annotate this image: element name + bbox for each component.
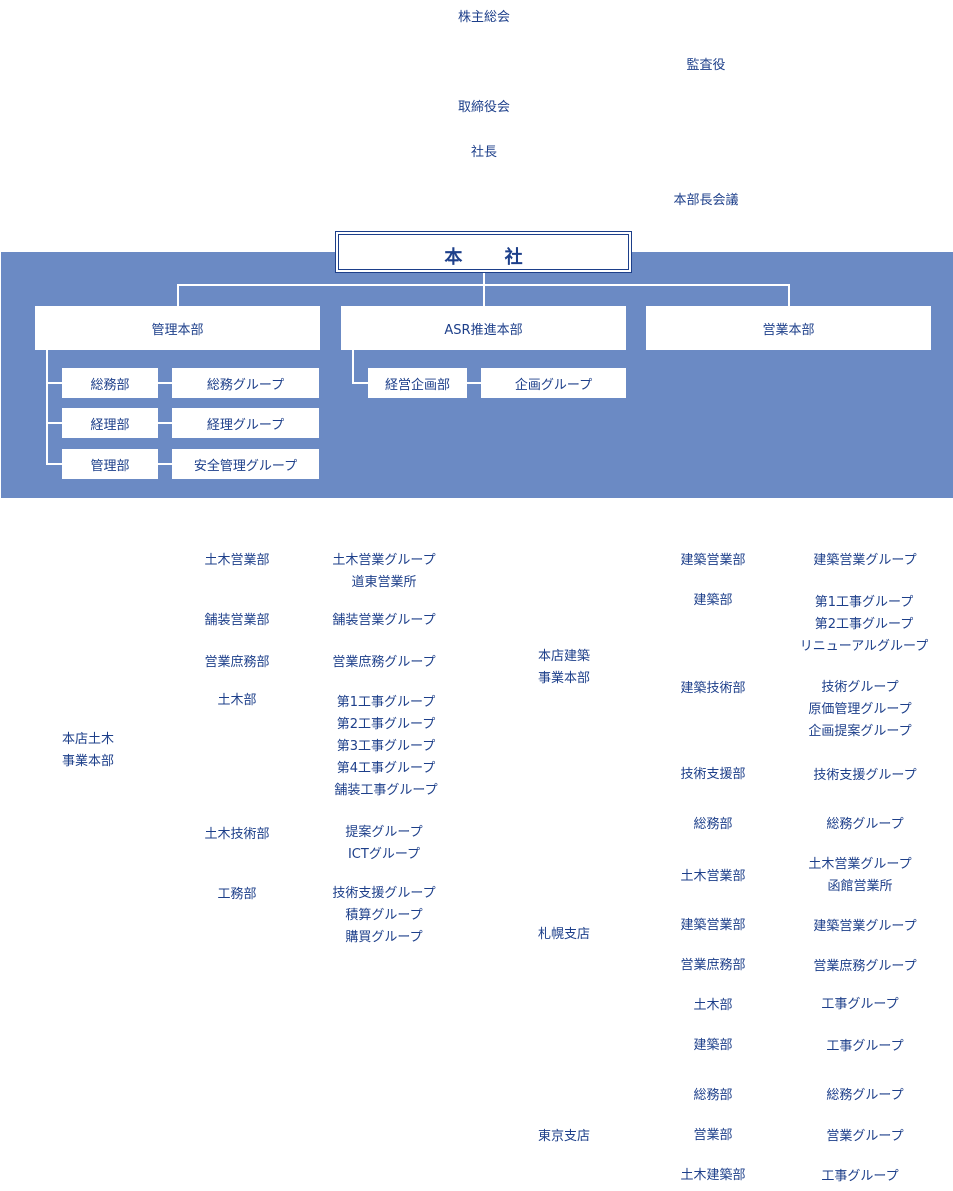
civil-dept: 工務部: [217, 887, 257, 902]
sapporo-dept: 土木営業部: [680, 869, 746, 884]
link-3: [158, 463, 172, 465]
general-affairs-group-box: 総務グループ: [172, 368, 319, 398]
asr-link-1: [467, 382, 481, 384]
link-1: [158, 382, 172, 384]
group-label: 安全管理グループ: [193, 458, 298, 474]
building-dept: 建築営業部: [680, 553, 746, 568]
general-affairs-dept-box: 総務部: [62, 368, 158, 398]
tokyo-groups: 工事グループ: [821, 1169, 899, 1184]
sapporo-dept: 土木部: [693, 998, 733, 1013]
sapporo-groups: 土木営業グループ 函館営業所: [808, 857, 912, 894]
connector-sales: [788, 284, 790, 306]
asr-division-label: ASR推進本部: [444, 322, 523, 338]
division-heads-meeting: 本部長会議: [673, 193, 739, 208]
corporate-planning-dept-box: 経営企画部: [368, 368, 467, 398]
building-dept: 技術支援部: [680, 767, 746, 782]
sapporo-groups: 建築営業グループ: [813, 919, 917, 934]
tokyo-dept: 総務部: [693, 1088, 733, 1103]
building-groups: 技術支援グループ: [813, 768, 917, 783]
shareholders-meeting: 株主総会: [457, 10, 511, 25]
management-branch-3: [46, 463, 62, 465]
sapporo-dept: 総務部: [693, 817, 733, 832]
accounting-group-box: 経理グループ: [172, 408, 319, 438]
hq-connector-vertical: [483, 272, 485, 306]
group-label: 企画グループ: [514, 377, 593, 393]
head-office-title: 本 社: [444, 247, 541, 268]
civil-groups: 舗装営業グループ: [332, 613, 436, 628]
planning-group-box: 企画グループ: [481, 368, 626, 398]
tokyo-dept: 営業部: [693, 1128, 733, 1143]
sapporo-groups: 工事グループ: [826, 1039, 904, 1054]
civil-dept: 舗装営業部: [204, 613, 270, 628]
building-groups: 技術グループ 原価管理グループ 企画提案グループ: [808, 680, 912, 739]
head-office-title-box: 本 社: [335, 231, 632, 273]
civil-division-name: 本店土木 事業本部: [61, 732, 115, 769]
dept-label: 総務部: [90, 377, 130, 393]
connector-management: [177, 284, 179, 306]
administration-dept-box: 管理部: [62, 449, 158, 479]
asr-tree-line: [352, 350, 354, 384]
hq-connector-horizontal: [177, 284, 790, 286]
sales-division-label: 営業本部: [762, 322, 815, 338]
management-branch-1: [46, 382, 62, 384]
board-of-directors: 取締役会: [457, 100, 511, 115]
sales-division-box: 営業本部: [646, 306, 931, 350]
building-dept: 建築技術部: [680, 681, 746, 696]
management-division-box: 管理本部: [35, 306, 320, 350]
group-label: 経理グループ: [206, 417, 285, 433]
asr-branch-1: [352, 382, 368, 384]
sapporo-branch-name: 札幌支店: [537, 927, 591, 942]
head-office-panel: 管理本部 ASR推進本部 営業本部 総務部 総務グループ 経理部 経理グループ …: [1, 252, 953, 498]
tokyo-branch-name: 東京支店: [537, 1129, 591, 1144]
sapporo-dept: 営業庶務部: [680, 958, 746, 973]
sapporo-groups: 総務グループ: [826, 817, 904, 832]
building-dept: 建築部: [693, 593, 733, 608]
civil-dept: 土木営業部: [204, 553, 270, 568]
asr-division-box: ASR推進本部: [341, 306, 626, 350]
dept-label: 経営企画部: [384, 377, 450, 393]
sapporo-dept: 建築部: [693, 1038, 733, 1053]
building-groups: 第1工事グループ 第2工事グループ リニューアルグループ: [799, 595, 929, 654]
civil-dept: 土木部: [217, 693, 257, 708]
civil-dept: 営業庶務部: [204, 655, 270, 670]
link-2: [158, 422, 172, 424]
building-groups: 建築営業グループ: [813, 553, 917, 568]
sapporo-dept: 建築営業部: [680, 918, 746, 933]
president: 社長: [470, 145, 498, 160]
sapporo-groups: 工事グループ: [821, 997, 899, 1012]
tokyo-dept: 土木建築部: [680, 1168, 746, 1183]
building-division-name: 本店建築 事業本部: [537, 649, 591, 686]
tokyo-groups: 総務グループ: [826, 1088, 904, 1103]
civil-dept: 土木技術部: [204, 827, 270, 842]
management-division-label: 管理本部: [151, 322, 204, 338]
civil-groups: 提案グループ ICTグループ: [345, 825, 423, 862]
accounting-dept-box: 経理部: [62, 408, 158, 438]
dept-label: 経理部: [90, 417, 130, 433]
civil-groups: 第1工事グループ 第2工事グループ 第3工事グループ 第4工事グループ 舗装工事…: [334, 695, 438, 798]
group-label: 総務グループ: [206, 377, 285, 393]
auditor: 監査役: [686, 58, 726, 73]
management-tree-line: [46, 350, 48, 464]
dept-label: 管理部: [90, 458, 130, 474]
management-branch-2: [46, 422, 62, 424]
civil-groups: 技術支援グループ 積算グループ 購買グループ: [332, 886, 436, 945]
civil-groups: 土木営業グループ 道東営業所: [332, 553, 436, 590]
safety-group-box: 安全管理グループ: [172, 449, 319, 479]
sapporo-groups: 営業庶務グループ: [813, 959, 917, 974]
tokyo-groups: 営業グループ: [826, 1129, 904, 1144]
civil-groups: 営業庶務グループ: [332, 655, 436, 670]
